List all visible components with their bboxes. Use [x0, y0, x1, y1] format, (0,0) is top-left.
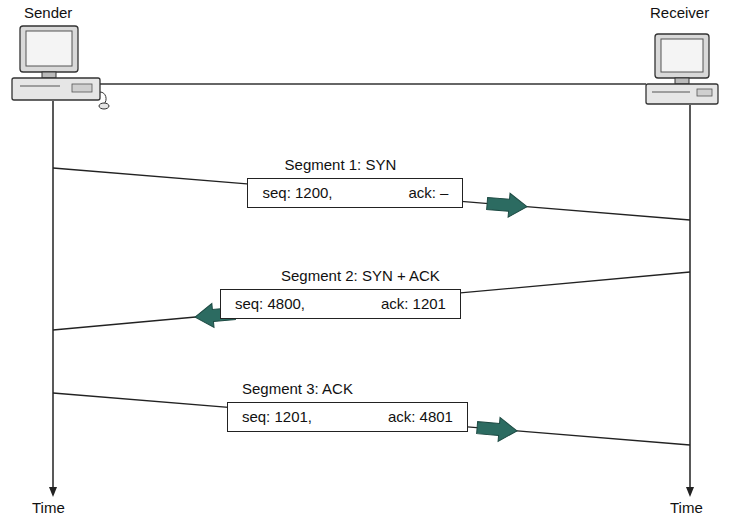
header-field: ack: 1201 [381, 295, 446, 313]
segment-heading-row: Segment 2: SYN + ACK [240, 267, 481, 285]
segment-heading: Segment 3: ACK [239, 380, 356, 397]
segment-fields: seq: 1201, ack: 4801 [227, 402, 468, 432]
network-line [100, 83, 646, 85]
receiver-computer [646, 34, 718, 104]
header-field: ack: 4801 [388, 408, 453, 426]
sender-computer [12, 26, 109, 109]
segment-line [53, 393, 690, 445]
header-field: seq: 1201, [242, 408, 312, 426]
sender-timeline [52, 101, 54, 492]
segment-box: Segment 3: ACK seq: 1201, ack: 4801 [227, 380, 468, 432]
block-arrowhead [486, 191, 528, 218]
receiver-timeline [689, 105, 691, 492]
segment-heading-row: Segment 1: SYN [232, 156, 448, 174]
header-field: seq: 1200, [262, 184, 332, 202]
segment-line [53, 168, 690, 220]
block-arrowhead [476, 416, 518, 443]
segment-heading: Segment 2: SYN + ACK [278, 267, 443, 284]
timeline-arrowhead [49, 487, 57, 497]
timeline-arrowhead [686, 487, 694, 497]
segment-box: Segment 2: SYN + ACK seq: 4800, ack: 1201 [220, 267, 461, 319]
axis-label: Time [668, 499, 705, 517]
header-field: seq: 4800, [235, 295, 305, 313]
axis-label: Time [30, 499, 67, 517]
segment-fields: seq: 1200, ack: – [247, 178, 463, 208]
host-label: Receiver [648, 4, 711, 22]
header-field: ack: – [408, 184, 448, 202]
segment-heading-row: Segment 3: ACK [177, 380, 418, 398]
host-label: Sender [22, 4, 74, 22]
segment-fields: seq: 4800, ack: 1201 [220, 289, 461, 319]
segment-box: Segment 1: SYN seq: 1200, ack: – [247, 156, 463, 208]
segment-heading: Segment 1: SYN [282, 156, 400, 173]
